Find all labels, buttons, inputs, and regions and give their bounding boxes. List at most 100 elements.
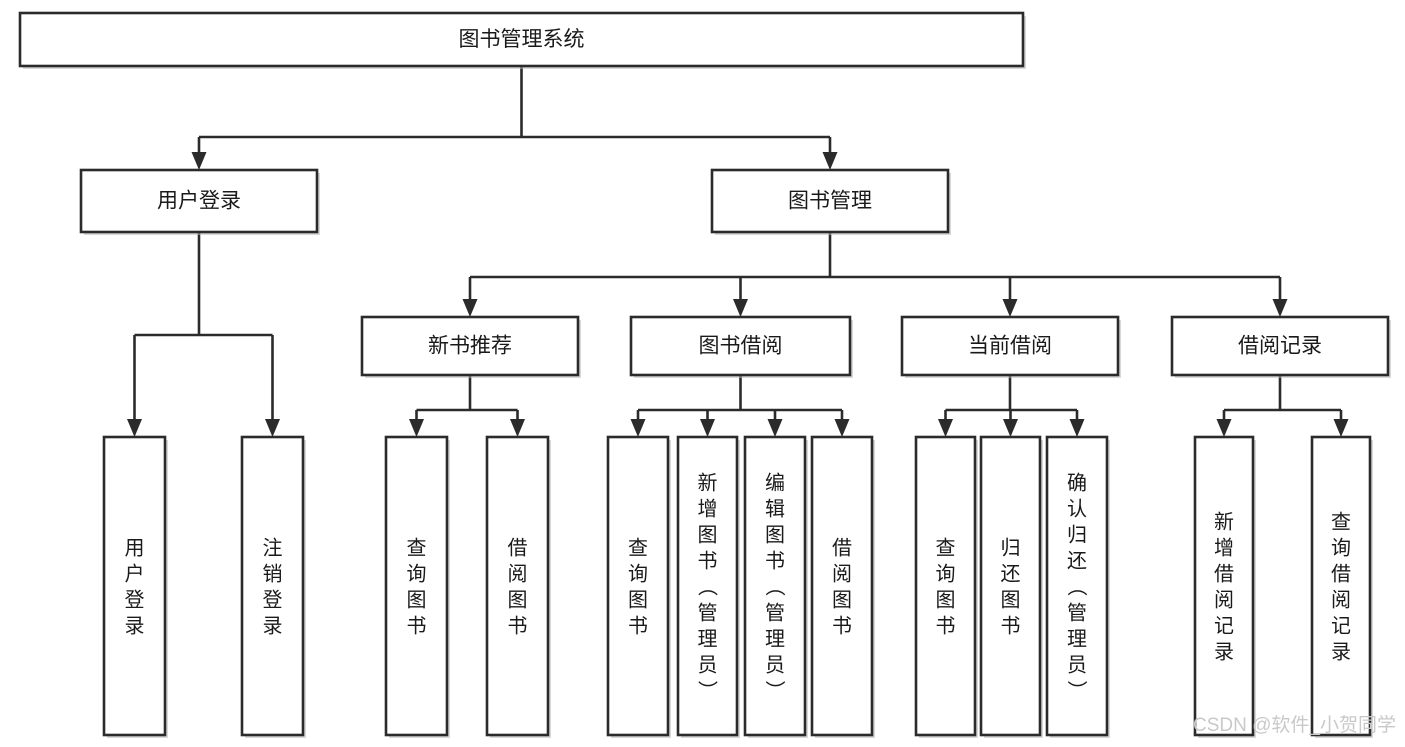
node-box	[1045, 435, 1109, 737]
arrowhead-leaf-logout	[265, 419, 280, 437]
arrowhead-book-borrow	[733, 299, 748, 317]
node-box	[606, 435, 670, 737]
node-label-char: 阅	[1214, 588, 1234, 611]
node-label-char: （	[763, 576, 786, 596]
node-label-char: 辑	[765, 497, 785, 520]
node-label-char: 询	[1331, 536, 1351, 559]
node-layer: 图书管理系统用户登录图书管理新书推荐图书借阅当前借阅借阅记录用户登录注销登录查询…	[18, 11, 1391, 738]
node-label-char: （	[1065, 576, 1088, 596]
node-label-char: 还	[1067, 549, 1087, 572]
arrowhead-leaf-edit-book-admin	[767, 419, 783, 437]
node-label-char: 查	[407, 536, 427, 559]
node-box	[810, 435, 874, 737]
arrowhead-current-borrow	[1002, 299, 1018, 317]
node-level2-user-login[interactable]: 用户登录	[79, 168, 320, 235]
node-box	[360, 315, 580, 377]
node-box	[629, 315, 852, 377]
node-label-char: 图	[698, 524, 718, 546]
node-label-char: 图	[628, 589, 648, 611]
node-box	[485, 435, 550, 737]
node-label-char: ）	[763, 680, 786, 700]
node-label-char: 员	[698, 654, 718, 676]
node-label-char: 借	[832, 536, 852, 559]
node-label-char: 增	[1214, 536, 1234, 559]
node-leaf-leaf-user-login[interactable]: 用户登录	[102, 435, 168, 738]
node-label-char: 书	[1001, 614, 1021, 637]
node-label-char: 新	[698, 471, 718, 494]
node-label-char: 询	[936, 562, 956, 585]
node-label-char: 录	[1331, 641, 1351, 663]
arrowhead-leaf-user-login	[127, 419, 142, 437]
node-label-char: 理	[1067, 628, 1087, 650]
node-box	[384, 435, 449, 737]
node-label-char: ）	[696, 680, 719, 700]
node-label-char: 归	[1001, 536, 1021, 559]
node-label-char: 员	[765, 654, 785, 676]
node-label-char: 图	[508, 589, 528, 611]
node-label: 新书推荐	[428, 335, 512, 358]
node-label-char: 记	[1331, 614, 1351, 637]
arrowhead-leaf-add-book-admin	[700, 419, 715, 437]
node-label-char: 书	[765, 549, 785, 572]
arrowhead-book-management	[822, 152, 838, 170]
arrowhead-leaf-query-book-rec	[409, 419, 424, 437]
node-label-char: 图	[1001, 589, 1021, 611]
node-label-char: 归	[1067, 523, 1087, 546]
node-label-char: 销	[263, 562, 283, 585]
node-label-char: 阅	[1331, 588, 1351, 611]
edge-layer	[127, 66, 1349, 437]
node-level3-borrow-record[interactable]: 借阅记录	[1170, 315, 1391, 378]
node-label-char: 阅	[508, 562, 528, 585]
node-label-char: 书	[407, 614, 427, 637]
node-level3-new-book-recommend[interactable]: 新书推荐	[360, 315, 581, 378]
node-box	[979, 435, 1042, 737]
node-label-char: 还	[1001, 562, 1021, 585]
node-level3-book-borrow[interactable]: 图书借阅	[629, 315, 853, 378]
node-label-char: 书	[628, 614, 648, 637]
node-label-char: 记	[1214, 614, 1234, 637]
node-label-char: 借	[508, 536, 528, 559]
arrowhead-leaf-borrow-book	[834, 419, 850, 437]
arrowhead-leaf-add-borrow-record	[1216, 419, 1232, 437]
node-level3-current-borrow[interactable]: 当前借阅	[900, 315, 1121, 378]
node-label-char: 图	[936, 589, 956, 611]
arrowhead-user-login	[191, 152, 207, 170]
node-root-root[interactable]: 图书管理系统	[18, 11, 1026, 69]
node-label: 当前借阅	[968, 335, 1052, 358]
node-label-char: 登	[263, 588, 283, 611]
node-box	[900, 315, 1120, 377]
node-label-char: 增	[698, 497, 718, 520]
node-box	[676, 435, 739, 737]
node-label-char: 书	[508, 614, 528, 637]
node-box	[79, 168, 319, 234]
csdn-watermark: CSDN @软件_小贺同学	[1193, 714, 1396, 736]
node-label-char: 理	[765, 628, 785, 650]
node-box	[710, 168, 950, 234]
arrowhead-leaf-confirm-return-admin	[1069, 419, 1085, 437]
node-label: 图书借阅	[699, 335, 783, 358]
arrowhead-leaf-query-book-borrow	[630, 419, 646, 437]
node-box	[240, 435, 305, 737]
node-label-char: 注	[263, 536, 283, 559]
node-level2-book-management[interactable]: 图书管理	[710, 168, 951, 235]
node-label-char: 新	[1214, 510, 1234, 533]
arrowhead-leaf-query-borrow-record	[1333, 419, 1349, 437]
node-box	[102, 435, 167, 737]
arrowhead-leaf-borrow-book-rec	[510, 419, 525, 437]
node-box	[18, 11, 1025, 68]
node-label-char: ）	[1065, 680, 1088, 700]
node-label-char: 认	[1067, 497, 1087, 520]
